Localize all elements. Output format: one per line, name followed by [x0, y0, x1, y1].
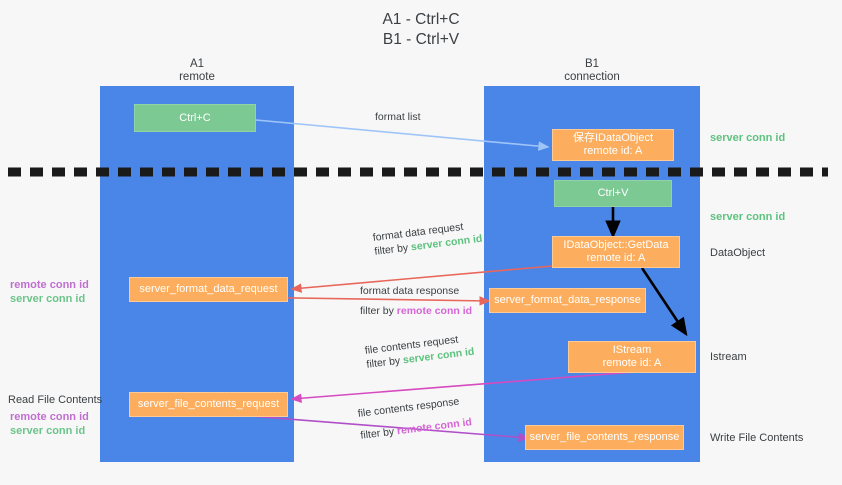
lane-b1-name: B1 [584, 58, 600, 70]
node-ctrl-c[interactable]: Ctrl+C [134, 104, 256, 132]
node-server-format-data-request-label: server_format_data_request [139, 283, 278, 295]
node-istream-line1: IStream [612, 344, 652, 356]
right-label-data-object: DataObject [710, 247, 766, 259]
left-label-remote-conn-id-1: remote conn id [10, 279, 89, 291]
title-line-2: B1 - Ctrl+V [382, 31, 460, 48]
right-label-server-conn-id-mid: server conn id [710, 211, 786, 223]
edge-label-format-data-response: format data response filter by remote co… [360, 284, 472, 318]
left-label-server-conn-id-2: server conn id [10, 425, 86, 437]
node-ctrl-c-label: Ctrl+C [179, 111, 211, 124]
lane-header-b1: B1 connection [525, 58, 659, 84]
lane-header-a1: A1 remote [130, 58, 264, 84]
right-label-server-conn-id-top: server conn id [710, 132, 786, 144]
node-server-file-contents-request-label: server_file_contents_request [137, 398, 280, 410]
node-server-format-data-request[interactable]: server_format_data_request [129, 277, 288, 302]
node-server-file-contents-response-label: server_file_contents_response [529, 431, 680, 443]
node-istream-line2: remote id: A [602, 357, 662, 369]
node-server-format-data-response[interactable]: server_format_data_response [489, 288, 646, 313]
arrow-file-contents-request [290, 370, 647, 404]
right-label-write-file-contents: Write File Contents [710, 432, 804, 444]
node-get-data[interactable]: IDataObject::GetData remote id: A [552, 236, 680, 268]
lane-a1-sub: remote [179, 71, 215, 83]
arrow-format-list [255, 119, 550, 151]
edge-label-format-list-text: format list [375, 111, 421, 123]
node-data-object-set-line2: remote id: A [583, 145, 643, 157]
edge-label-format-data-response-filter-value: remote conn id [396, 305, 473, 317]
left-label-server-conn-id-1: server conn id [10, 293, 86, 305]
node-get-data-line2: remote id: A [586, 252, 646, 264]
left-label-conn-stack-1: remote conn id server conn id [10, 278, 89, 306]
left-label-read-file-contents: Read File Contents [8, 394, 103, 406]
node-server-file-contents-request[interactable]: server_file_contents_request [129, 392, 288, 417]
arrow-format-data-request [290, 265, 553, 293]
edge-label-format-data-response-filter-prefix: filter by [360, 305, 397, 317]
node-data-object-set-line1: 保存IDataObject [572, 132, 654, 144]
node-server-file-contents-response[interactable]: server_file_contents_response [525, 425, 684, 450]
arrow-getdata-to-istream [640, 267, 688, 337]
node-get-data-line1: IDataObject::GetData [563, 239, 669, 251]
title-line-1: A1 - Ctrl+C [382, 11, 460, 28]
node-ctrl-v-label: Ctrl+V [597, 187, 629, 199]
diagram-title: A1 - Ctrl+C B1 - Ctrl+V [0, 10, 842, 50]
edge-label-format-data-response-text: format data response [360, 285, 460, 297]
lane-b1-sub: connection [564, 71, 620, 83]
right-label-istream: Istream [710, 351, 747, 363]
left-label-remote-conn-id-2: remote conn id [10, 411, 89, 423]
lane-a1-name: A1 [189, 58, 205, 70]
node-ctrl-v[interactable]: Ctrl+V [554, 180, 672, 207]
left-label-conn-stack-2: remote conn id server conn id [10, 410, 89, 438]
node-istream[interactable]: IStream remote id: A [568, 341, 696, 373]
edge-label-format-list: format list [375, 110, 421, 124]
node-data-object-set[interactable]: 保存IDataObject remote id: A [552, 129, 674, 161]
node-server-format-data-response-label: server_format_data_response [494, 294, 641, 306]
